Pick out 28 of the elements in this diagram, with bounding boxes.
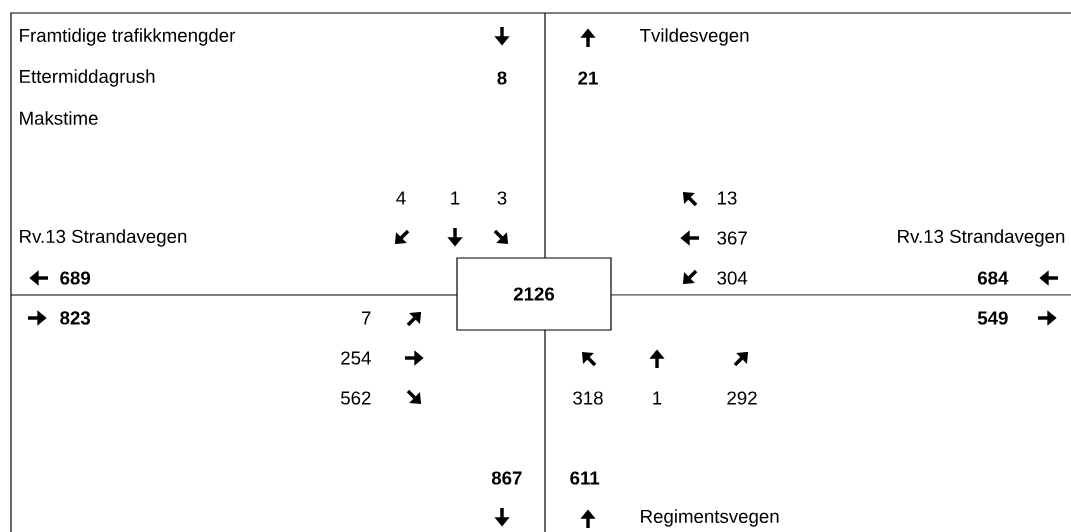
flow-number: 254	[341, 351, 371, 365]
label-text: Framtidige trafikkmengder	[20, 28, 236, 46]
flow-number: 867	[491, 471, 522, 485]
label-text: 367	[717, 231, 747, 245]
flow-number: 8	[497, 71, 507, 85]
flow-number: 549	[977, 311, 1008, 325]
flow-number: 21	[578, 71, 598, 85]
label-text: Makstime	[20, 111, 98, 125]
flow-number: Rv.13 Strandavegen	[898, 229, 1065, 247]
flow-number: 7	[362, 311, 371, 325]
flow-number: 562	[341, 391, 371, 405]
total-box: 2126	[456, 257, 612, 331]
flow-number: 684	[977, 271, 1009, 285]
flow-number: 4	[396, 191, 406, 205]
flow-number: 292	[727, 391, 757, 405]
flow-number: 611	[570, 471, 600, 485]
label-text: 13	[718, 191, 737, 205]
flow-number: 1	[451, 191, 460, 205]
label-text: Tvildesvegen	[640, 28, 749, 46]
flow-number: 1	[653, 391, 662, 405]
label-text: Regimentsvegen	[641, 509, 779, 527]
flow-number: 3	[497, 191, 507, 205]
label-text: 304	[717, 271, 748, 285]
flow-number: 689	[60, 271, 91, 285]
label-text: Ettermiddagrush	[20, 69, 155, 87]
label-text: Rv.13 Strandavegen	[20, 229, 187, 247]
flow-number: 318	[573, 391, 603, 405]
flow-number: 823	[60, 311, 91, 325]
